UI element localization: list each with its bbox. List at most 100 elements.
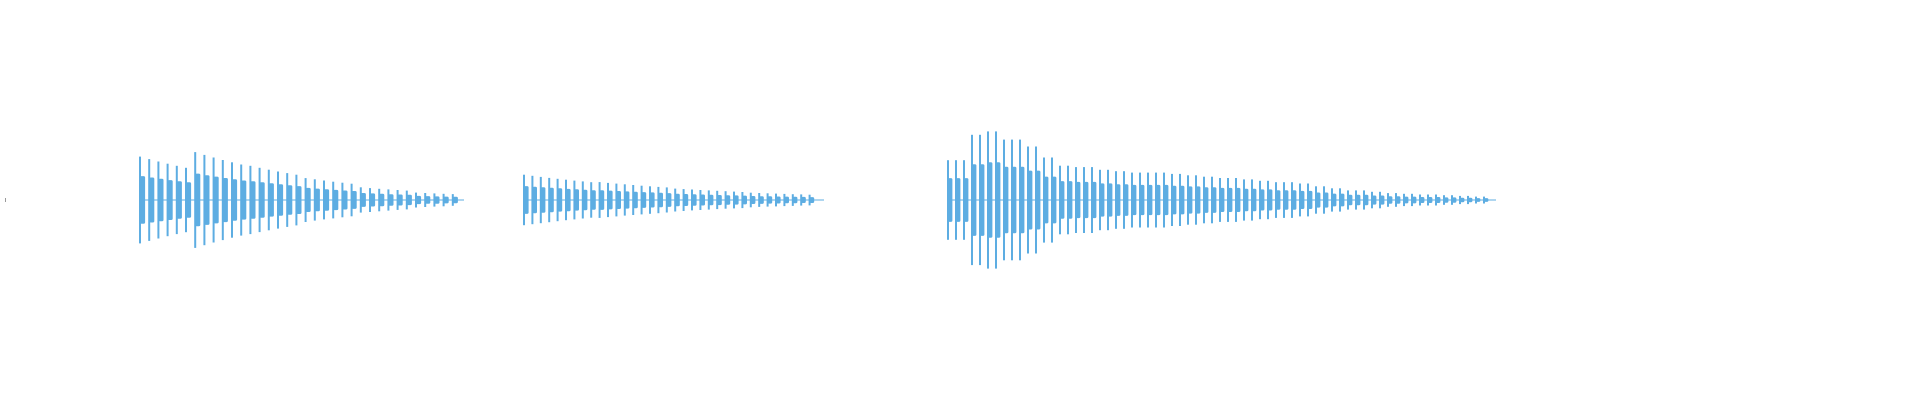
waveform-pulse-body: [259, 182, 265, 218]
waveform-pulse-body: [776, 196, 781, 204]
waveform-pulse-body: [296, 186, 302, 214]
waveform-pulse-body: [360, 193, 366, 207]
waveform-pulse-body: [195, 173, 201, 227]
waveform-pulse-body: [176, 181, 182, 219]
waveform-pulse-body: [1188, 186, 1193, 214]
waveform-pulse-body: [700, 194, 705, 206]
waveform-pulse-body: [1020, 166, 1025, 234]
waveform-pulse-body: [241, 180, 247, 220]
audio-clip-3[interactable]: [947, 131, 1496, 269]
waveform-pulse-body: [314, 188, 320, 212]
waveform-pulse-body: [1484, 198, 1489, 202]
waveform-pulse-body: [1100, 183, 1105, 217]
waveform-pulse-body: [980, 164, 985, 236]
waveform-pulse-body: [167, 180, 173, 220]
waveform-pulse-body: [1148, 184, 1153, 216]
waveform-pulse-body: [204, 175, 210, 225]
waveform-pulse-body: [750, 196, 756, 204]
waveform-pulse-body: [666, 193, 672, 207]
waveform-pulse-body: [1004, 166, 1009, 234]
waveform-pulse-body: [1076, 181, 1081, 219]
waveform-pulse-body: [1068, 181, 1073, 219]
waveform-pulse-body: [1116, 184, 1121, 216]
waveform-pulse-body: [725, 195, 731, 205]
waveform-pulse-body: [996, 162, 1001, 238]
waveform-pulse-body: [1452, 197, 1457, 203]
waveform-pulse-body: [305, 187, 311, 212]
waveform-pulse-body: [158, 178, 164, 222]
waveform-pulse-body: [658, 192, 663, 208]
waveform-pulse-body: [1044, 176, 1049, 224]
waveform-pulse-body: [633, 191, 638, 209]
waveform-pulse-body: [1028, 170, 1033, 230]
waveform-pulse-body: [1460, 197, 1465, 203]
waveform-pulse-body: [1468, 197, 1473, 203]
waveform-pulse-body: [692, 194, 697, 206]
waveform-pulse-body: [1236, 187, 1241, 212]
waveform-pulse-body: [140, 176, 146, 224]
waveform-pulse-body: [1052, 176, 1057, 224]
waveform-pulse-body: [1132, 184, 1137, 216]
waveform-pulse-body: [1428, 197, 1433, 203]
waveform-pulse-body: [443, 196, 449, 204]
waveform-pulse-body: [222, 178, 228, 223]
waveform-pulse-body: [1356, 194, 1361, 206]
audio-clip-1[interactable]: [139, 152, 464, 248]
waveform-pulse-body: [988, 162, 993, 238]
waveform-pulse-body: [1252, 188, 1257, 212]
waveform-pulse-body: [1316, 192, 1321, 208]
waveform-pulse-body: [406, 194, 412, 206]
waveform-pulse-body: [1284, 190, 1289, 210]
waveform-pulse-body: [574, 189, 579, 211]
waveform-pulse-body: [1036, 170, 1041, 230]
waveform-pulse-body: [767, 196, 773, 204]
waveform-pulse-body: [1276, 190, 1281, 210]
waveform-pulse-body: [1348, 194, 1353, 206]
waveform-pulse-body: [250, 181, 256, 219]
waveform-pulse-body: [1412, 196, 1417, 204]
waveform-pulse-body: [1396, 196, 1401, 204]
waveform-pulse-body: [1444, 197, 1449, 203]
waveform-pulse-body: [717, 195, 722, 206]
waveform-pulse-body: [557, 188, 563, 212]
waveform-pulse-body: [379, 193, 385, 207]
waveform-pulse-body: [213, 176, 219, 224]
waveform-pulse-body: [1156, 184, 1161, 216]
waveform-pulse-body: [759, 196, 764, 204]
waveform-pulse-body: [972, 164, 977, 236]
waveform-pulse-body: [1124, 184, 1129, 216]
waveform-pulse-body: [532, 186, 537, 214]
playhead-marker[interactable]: [5, 198, 6, 202]
waveform-pulse-body: [1476, 198, 1481, 202]
waveform-pulse-body: [1172, 185, 1177, 215]
waveform-pulse-body: [624, 191, 630, 209]
waveform-pulse-body: [1180, 185, 1185, 215]
waveform-pulse-body: [1340, 193, 1345, 207]
audio-clip-2[interactable]: [523, 174, 824, 226]
waveform-pulse-body: [434, 196, 440, 204]
waveform-pulse-body: [1164, 184, 1169, 216]
waveform-pulse-body: [324, 189, 330, 211]
waveform-pulse-body: [599, 190, 605, 210]
waveform-pulse-body: [333, 189, 339, 211]
waveform-pulse-body: [149, 177, 155, 223]
waveform-pulse-body: [1228, 187, 1233, 212]
waveform-pulse-body: [425, 196, 431, 204]
waveform-pulse-body: [1388, 196, 1393, 204]
waveform-pulse-body: [708, 194, 714, 206]
waveform-pulse-body: [1204, 187, 1209, 213]
waveform-pulse-body: [1084, 181, 1089, 219]
waveform-pulse-body: [1012, 166, 1017, 234]
waveform-pulse-body: [1404, 196, 1409, 204]
waveform-pulse-body: [268, 183, 274, 217]
waveform-pulse-body: [1308, 190, 1313, 209]
waveform-pulse-body: [608, 190, 613, 210]
waveform-pulse-body: [342, 190, 348, 210]
waveform-pulse-body: [566, 188, 571, 212]
waveform-pulse-body: [1196, 186, 1201, 214]
waveform-pulse-body: [186, 182, 192, 218]
waveform-pulse-body: [1372, 195, 1377, 205]
waveform-pulse-body: [351, 191, 357, 209]
